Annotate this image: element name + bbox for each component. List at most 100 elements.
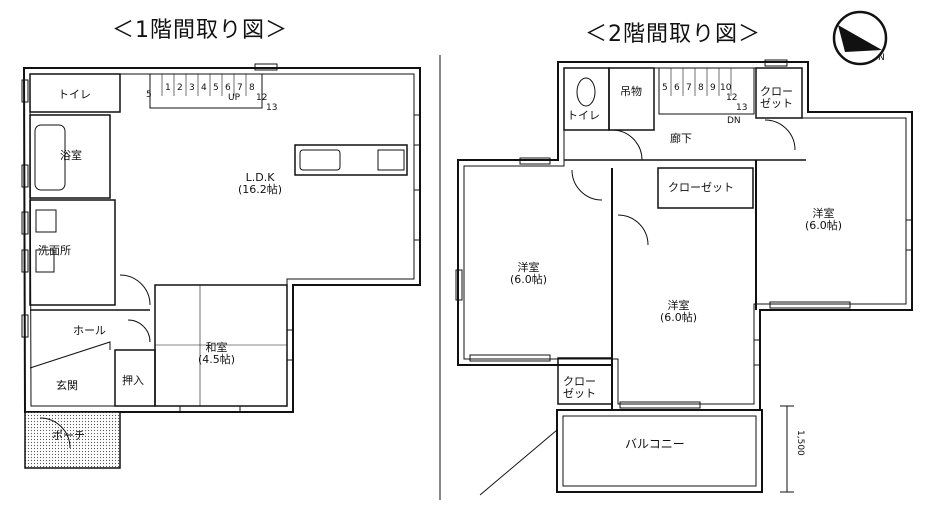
floor1-bath-wall [29,114,111,199]
window [254,63,278,71]
washing-machine [35,209,57,233]
window [286,329,294,361]
entrance-step [29,341,111,369]
porch-area [24,411,121,469]
label-entrance: 玄関 [56,379,78,392]
stairs-2f-step-8: 8 [698,83,704,93]
stairs-1f-step-7: 7 [237,83,243,93]
window [753,339,761,366]
stairs-1f-step-13: 13 [266,103,278,113]
stairs-1f-step-8: 8 [249,83,255,93]
door-swing [617,214,649,246]
door-swing [119,274,151,306]
stairs-2f-step-6: 6 [674,83,680,93]
label-closet-mid: クローゼット [668,181,734,194]
label-hallway: 廊下 [670,132,692,145]
floor1-inner-wall [29,73,415,407]
stairs-1f-start: 5 [146,90,152,100]
window [519,157,551,165]
stairs-1f-step-4: 4 [201,83,207,93]
wash-basin [35,249,55,273]
stairs-1f-step-12: 12 [256,93,268,103]
window [769,301,851,309]
label-balcony: バルコニー [625,437,685,451]
label-storage: 吊物 [620,85,642,98]
window [21,211,29,235]
window [21,79,29,103]
label-bath: 浴室 [60,149,82,162]
floor2-inner-wall [463,67,907,405]
floor2-stairs [658,67,755,115]
label-washroom: 洗面所 [38,244,71,257]
stairs-1f-step-2: 2 [177,83,183,93]
stairs-2f-step-10: 10 [720,83,732,93]
leader-line [479,429,558,496]
label-closet-bottom: クロー ゼット [563,375,596,400]
door-swing [571,169,603,201]
kitchen-stove [377,149,405,171]
western-left-size: (6.0帖) [510,273,548,286]
stairs-2f-step-7: 7 [686,83,692,93]
stairs-2f-dn: DN [727,116,741,126]
window [469,354,551,362]
window [619,401,701,409]
japanese-room-size: (4.5帖) [198,353,236,366]
stairs-1f-step-6: 6 [225,83,231,93]
kitchen-counter [294,144,408,176]
floor1-stairs [149,73,263,109]
stairs-2f-step-9: 9 [710,83,716,93]
floor2-stair-steps [670,68,732,96]
floor1-wash-wall [29,199,116,306]
bathtub [34,124,66,191]
balcony-wall [556,409,763,493]
window [21,164,29,188]
compass-north-label: N [878,53,885,63]
floor1-toilet-wall [29,73,121,113]
floor1-title: ＜1階間取り図＞ [112,18,288,43]
label-western-right: 洋室 (6.0帖) [805,208,842,232]
door-swing [39,417,71,449]
stairs-1f-up: UP [228,93,241,103]
closet-bottom-wall [557,357,613,405]
closet-mid-wall [657,167,754,209]
dimension-label: 1,500 [795,430,805,456]
window [413,189,421,241]
label-western-center: 洋室 (6.0帖) [660,300,697,324]
stairs-2f-step-13: 13 [736,103,748,113]
label-western-left: 洋室 (6.0帖) [510,262,547,286]
ldk-name: L.D.K [245,171,275,184]
toilet-fixture [576,77,596,107]
window [21,314,29,338]
ldk-size: (16.2帖) [238,183,283,196]
label-ldk: L.D.K (16.2帖) [238,172,282,196]
storage-wall [608,67,655,131]
door-swing [127,319,151,343]
floor1-stair-steps [161,74,247,96]
label-oshiire: 押入 [122,374,144,387]
stairs-1f-step-5: 5 [213,83,219,93]
label-closet-top: クロー ゼット [760,85,793,110]
window [413,114,421,146]
western-center-name: 洋室 [667,299,690,312]
window [905,219,913,251]
label-porch: ポーチ [52,429,85,442]
floor2-title: ＜2階間取り図＞ [585,22,761,47]
door-swing [611,129,643,161]
stairs-2f-step-12: 12 [726,93,738,103]
window [764,59,788,67]
western-right-name: 洋室 [812,207,835,220]
western-right-size: (6.0帖) [805,219,843,232]
closet-top-wall [755,67,803,119]
western-left-name: 洋室 [517,261,540,274]
western-center-size: (6.0帖) [660,311,698,324]
floor2-plan [455,59,913,496]
stairs-2f-step-5: 5 [662,83,668,93]
stairs-1f-step-3: 3 [189,83,195,93]
kitchen-sink [299,149,341,171]
label-toilet-1f: トイレ [58,88,91,101]
floor1-plan [21,63,421,469]
label-toilet-2f: トイレ [567,109,600,122]
window [21,249,29,273]
stairs-1f-step-1: 1 [165,83,171,93]
